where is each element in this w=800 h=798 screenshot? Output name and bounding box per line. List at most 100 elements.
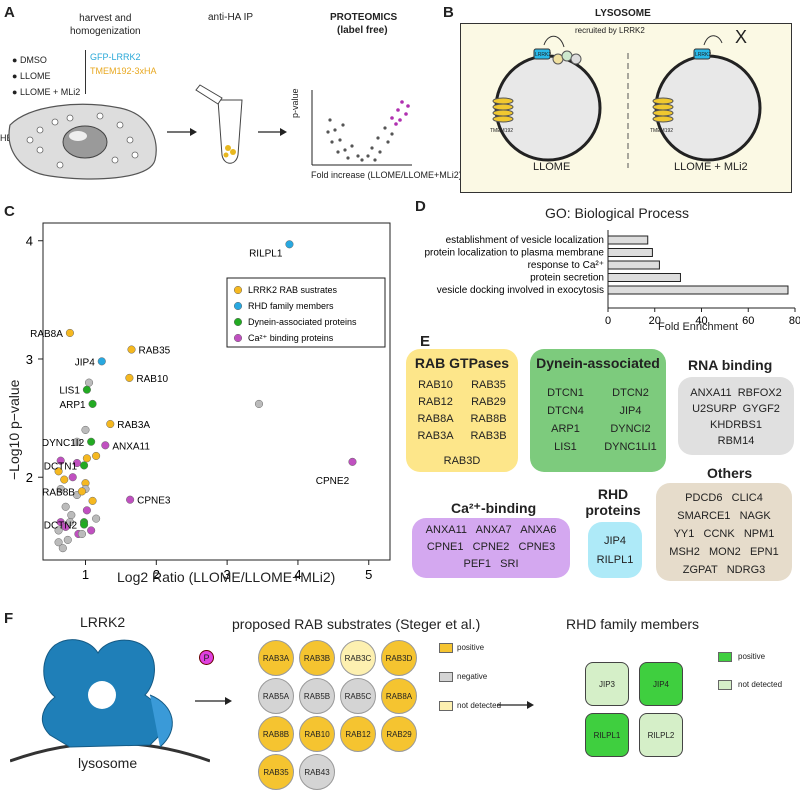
lysosome-dots: [26, 112, 139, 169]
gene-row: KHDRBS1: [710, 419, 762, 431]
gene-row: ZGPAT NDRG3: [682, 564, 766, 576]
legend-marker: [233, 317, 243, 327]
gene-item: ARP1: [551, 423, 580, 435]
data-point: [127, 345, 136, 354]
point-label: DCTN1: [44, 461, 78, 472]
lrrk2-label: LRRK2: [80, 614, 126, 630]
tmem-label: TMEM192-3xHA: [90, 66, 157, 76]
data-point: [67, 511, 76, 520]
rhd-box-jip3: JIP3: [585, 662, 629, 706]
legend-marker: [233, 285, 243, 295]
data-point: [254, 399, 264, 408]
x-tick-label: 2: [153, 567, 160, 582]
rhd-proteins-card: JIP4 RILPL1: [588, 522, 642, 578]
lrrk2-tag: LRRK2: [695, 52, 712, 58]
go-xlabel: Fold Enrichment: [658, 321, 739, 333]
data-point: [56, 485, 65, 494]
data-point: [80, 520, 89, 529]
bracket-line: [85, 50, 86, 94]
curved-arrow-icon: [703, 35, 723, 46]
legend-box: [226, 277, 386, 348]
rab-circle-rab5a: RAB5A: [258, 678, 294, 714]
card-title: RAB GTPases: [414, 355, 510, 371]
data-point: [92, 514, 101, 523]
legend-label: not detected: [738, 680, 783, 689]
gene-item: DTCN4: [547, 405, 584, 417]
proteomics-label: PROTEOMICS: [330, 12, 398, 23]
gene-row: YY1 CCNK NPM1: [673, 528, 775, 540]
data-point: [97, 357, 106, 366]
rhd-box-jip4: JIP4: [639, 662, 683, 706]
gene-item: RAB12: [418, 396, 453, 408]
ca-binding-card: ANXA11 ANXA7 ANXA6 CPNE1 CPNE2 CPNE3 PEF…: [412, 518, 570, 578]
gene-item: DYNCI2: [610, 423, 651, 435]
point-label: DYNC1I2: [42, 438, 85, 449]
arrow-icon: [195, 697, 232, 705]
y-tick-label: 2: [26, 470, 33, 485]
rab-circle-rab43: RAB43: [299, 754, 335, 790]
point-label: RILPL1: [249, 248, 283, 259]
nucleus-highlight: [69, 131, 87, 141]
point-label: RAB3A: [117, 420, 150, 431]
gene-item: RAB3D: [443, 455, 481, 467]
data-point: [77, 487, 86, 496]
card-title: RNA binding: [688, 357, 773, 373]
legend-swatch: [439, 672, 453, 682]
data-point: [65, 518, 74, 527]
gfp-label: GFP-LRRK2: [90, 52, 141, 62]
gene-item: DYNC1LI1: [604, 441, 657, 453]
point-label: CPNE3: [137, 496, 171, 507]
category-label: protein secretion: [530, 273, 604, 284]
data-point: [77, 529, 86, 539]
rab-substrates-title: proposed RAB substrates (Steger et al.): [232, 616, 481, 632]
legend-label: LRRK2 RAB sustrates: [248, 285, 338, 295]
x-tick-label: 4: [294, 567, 301, 582]
rab-circle-rab3d: RAB3D: [381, 640, 417, 676]
gene-item: RAB35: [471, 379, 506, 391]
data-point: [348, 457, 357, 466]
gene-item: RAB8B: [470, 413, 507, 425]
legend-swatch: [718, 652, 732, 662]
legend-label: positive: [738, 652, 766, 661]
x-tick-label: 60: [742, 315, 754, 327]
rab-circle-rab12: RAB12: [340, 716, 376, 752]
data-point: [88, 496, 97, 505]
lysosome-label: lysosome: [78, 755, 138, 771]
data-point: [58, 544, 67, 553]
condition-list: ● DMSO ● LLOME ● LLOME + MLi2: [12, 52, 80, 100]
data-point: [126, 495, 135, 504]
curved-arrow-icon: [543, 35, 565, 48]
lrrk2-structure-icon: [10, 639, 210, 763]
data-point: [81, 425, 90, 434]
point-label: RAB10: [136, 374, 168, 385]
point-label: DCTN2: [44, 521, 78, 532]
recruited-label: recruited by LRRK2: [575, 26, 645, 35]
data-point: [82, 454, 91, 463]
data-point: [106, 419, 115, 429]
panel-label-a: A: [4, 4, 15, 21]
panel-label-d: D: [415, 198, 426, 215]
card-title: Others: [707, 465, 753, 481]
x-tick-label: 1: [82, 567, 89, 582]
data-point: [80, 461, 89, 470]
panel-label-e: E: [420, 333, 431, 350]
x-tick-label: 3: [224, 567, 231, 582]
legend-swatch: [439, 643, 453, 653]
rab-icon: [552, 50, 582, 65]
point-label: CPNE2: [316, 476, 350, 487]
gene-row: PDCD6 CLIC4: [685, 492, 763, 504]
lrrk2-cavity: [88, 681, 116, 709]
gene-row: PEF1 SRI: [463, 558, 519, 570]
legend-marker: [233, 301, 243, 311]
chart-ylabel: −Log10 p−value: [6, 379, 22, 480]
rab-circle-rab35: RAB35: [258, 754, 294, 790]
llome-label: LLOME: [533, 161, 571, 173]
data-point: [125, 373, 134, 382]
rab-circle-rab3a: RAB3A: [258, 640, 294, 676]
y-tick-label: 4: [26, 234, 33, 249]
point-label: LIS1: [59, 386, 80, 397]
data-point: [92, 451, 101, 460]
rab-circle-rab29: RAB29: [381, 716, 417, 752]
